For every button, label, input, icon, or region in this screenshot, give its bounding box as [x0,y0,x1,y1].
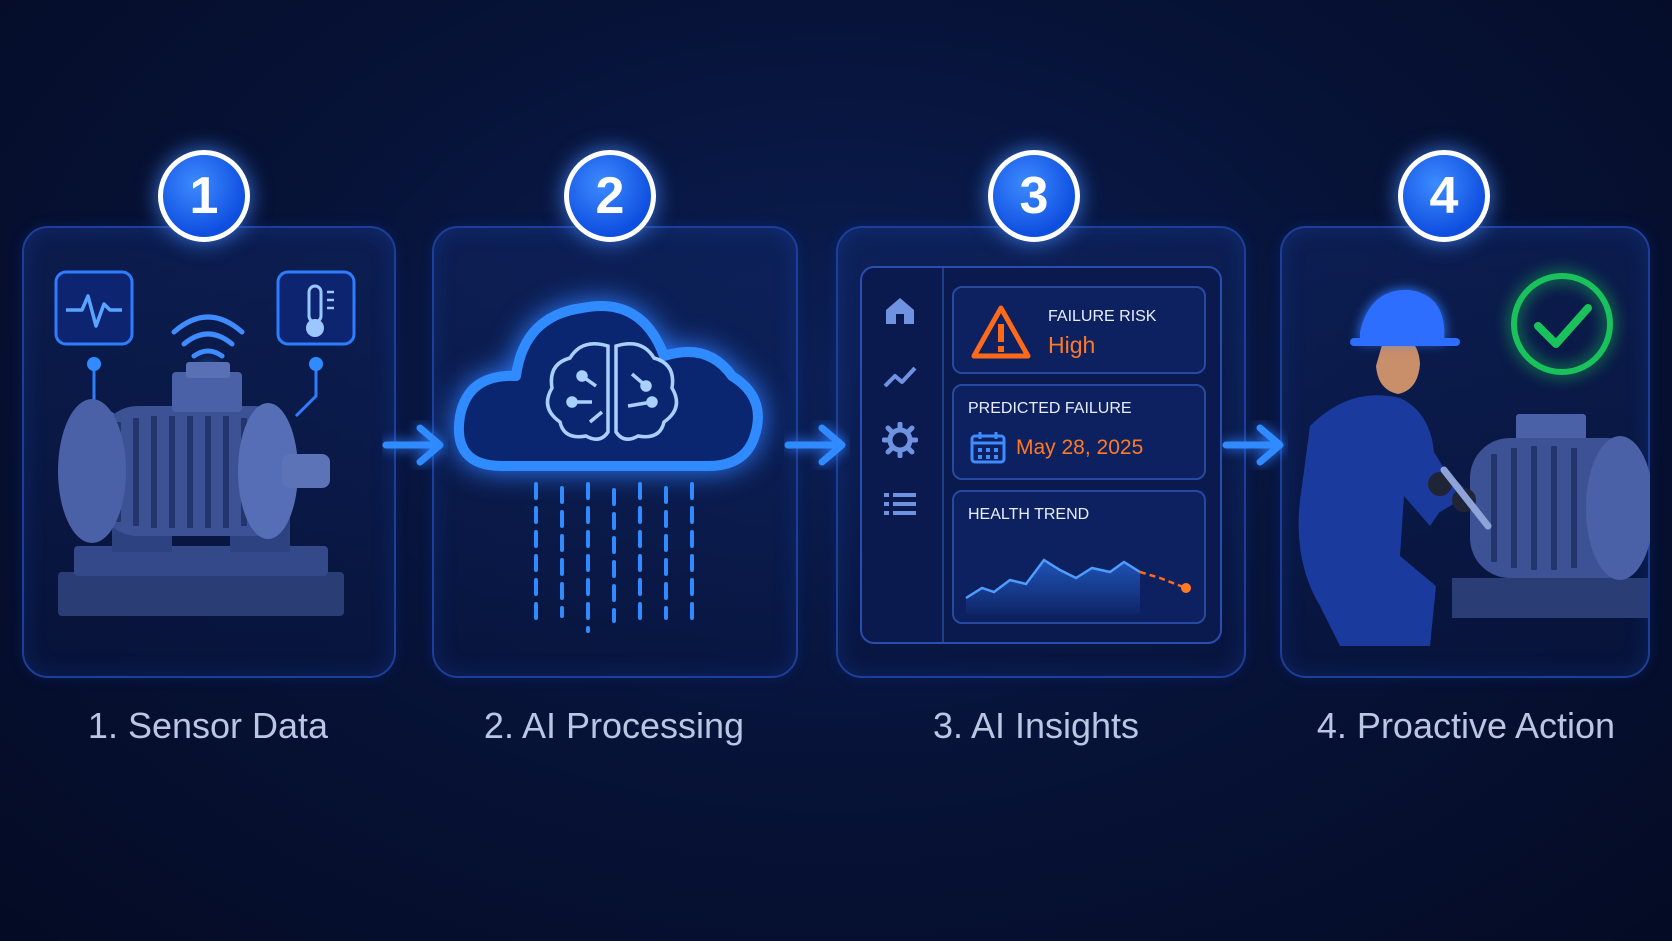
step-badge-2: 2 [564,150,656,242]
arrow-right-icon [382,424,444,466]
thermometer-icon [276,270,356,346]
electric-motor [58,362,344,616]
step-caption-2: 2. AI Processing [483,705,745,746]
warning-triangle-icon [971,305,1031,359]
step-badge-3: 3 [988,150,1080,242]
step-badge-4: 4 [1398,150,1490,242]
failure-risk-card: FAILURE RISK High [952,286,1206,374]
insights-dashboard: FAILURE RISK High PREDICTED FAILURE May … [860,266,1222,644]
health-trend-label: HEALTH TREND [968,506,1090,523]
ai-cloud-illustration [453,301,763,633]
trend-icon[interactable] [882,362,918,390]
arrow-right-icon [784,424,846,466]
gear-icon[interactable] [882,422,918,458]
step-caption-4: 4. Proactive Action [1316,705,1616,746]
electric-motor [1452,414,1650,618]
heartbeat-icon [54,270,134,346]
sensor-illustration [54,270,356,616]
wifi-icon [171,314,245,359]
home-icon[interactable] [882,294,918,326]
technician-figure [1298,289,1492,646]
brain-icon [545,342,679,441]
check-circle-icon [1511,273,1613,375]
list-icon[interactable] [882,490,918,518]
failure-risk-label: FAILURE RISK [1048,308,1157,325]
step-badge-1: 1 [158,150,250,242]
data-stream-lines [534,482,694,633]
dashboard-sidebar [862,268,944,642]
predicted-failure-date: May 28, 2025 [1016,436,1144,459]
health-trend-sparkline [965,558,1191,614]
step-caption-3: 3. AI Insights [932,705,1140,746]
calendar-icon [970,432,1006,464]
technician-illustration [1298,273,1650,646]
failure-risk-value: High [1048,332,1096,358]
health-trend-card: HEALTH TREND [952,490,1206,624]
predicted-failure-card: PREDICTED FAILURE May 28, 2025 [952,384,1206,480]
predicted-failure-label: PREDICTED FAILURE [968,400,1132,417]
arrow-right-icon [1222,424,1284,466]
step-caption-1: 1. Sensor Data [87,705,329,746]
